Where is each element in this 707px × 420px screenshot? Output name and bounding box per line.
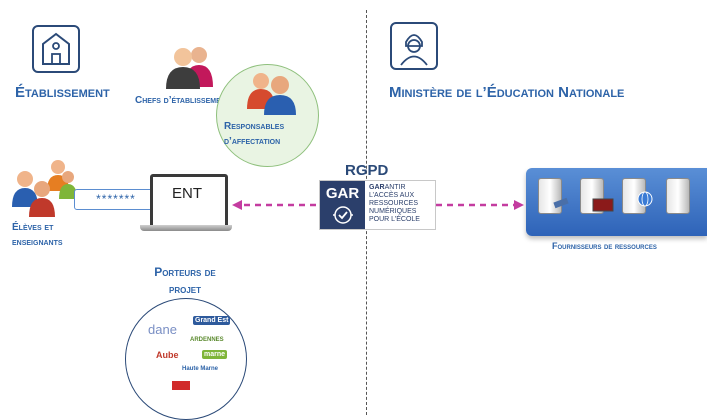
- password-field[interactable]: *******: [74, 189, 158, 210]
- etablissement-title: Établissement: [15, 84, 110, 101]
- pencil-icon: [553, 197, 569, 209]
- ent-label: ENT: [172, 185, 202, 202]
- aube-logo: Aube: [156, 350, 179, 360]
- red-partner-logo: [172, 381, 190, 390]
- ardennes-logo: ARDENNES: [190, 337, 224, 343]
- server-icon: [666, 178, 690, 214]
- chefs-label: Chefs d’établissement: [135, 95, 231, 106]
- eleves-people-icon: [12, 160, 77, 217]
- rgpd-label: RGPD: [345, 162, 389, 179]
- marianne-icon: [390, 22, 438, 70]
- porteurs-circle: dane Grand Est ARDENNES Aube marne Haute…: [125, 298, 247, 420]
- responsables-people-icon: [247, 73, 296, 115]
- fournisseurs-panel: [526, 168, 707, 236]
- film-icon: [592, 198, 614, 212]
- chefs-people-icon: [166, 47, 213, 89]
- dane-logo: dane: [148, 322, 177, 337]
- globe-icon: [637, 191, 653, 207]
- shield-check-icon: [333, 206, 353, 224]
- grand-est-logo: Grand Est: [193, 316, 231, 325]
- gar-logo: GAR GARANTIR L’ACCÈS AUX RESSOURCES NUMÉ…: [319, 180, 436, 230]
- marne-logo: marne: [202, 350, 228, 359]
- responsables-label: Responsables d’affectation: [224, 121, 285, 147]
- laptop-base: [140, 225, 232, 231]
- server-icon: [538, 178, 562, 214]
- laptop-icon: [150, 174, 228, 228]
- arrow-head-right: [514, 200, 524, 210]
- arrow-head-left: [232, 200, 242, 210]
- gar-logo-mark: GAR: [320, 181, 365, 229]
- eleves-label: Élèves et enseignants: [12, 222, 63, 248]
- ministere-title: Ministère de l’Éducation Nationale: [389, 84, 625, 101]
- school-building-icon: [32, 25, 80, 73]
- porteurs-label: Porteurs de projet: [154, 265, 216, 296]
- fournisseurs-label: Fournisseurs de ressources: [552, 241, 657, 251]
- haute-marne-logo: Haute Marne: [182, 366, 219, 372]
- gar-tagline: GARANTIR L’ACCÈS AUX RESSOURCES NUMÉRIQU…: [369, 184, 420, 223]
